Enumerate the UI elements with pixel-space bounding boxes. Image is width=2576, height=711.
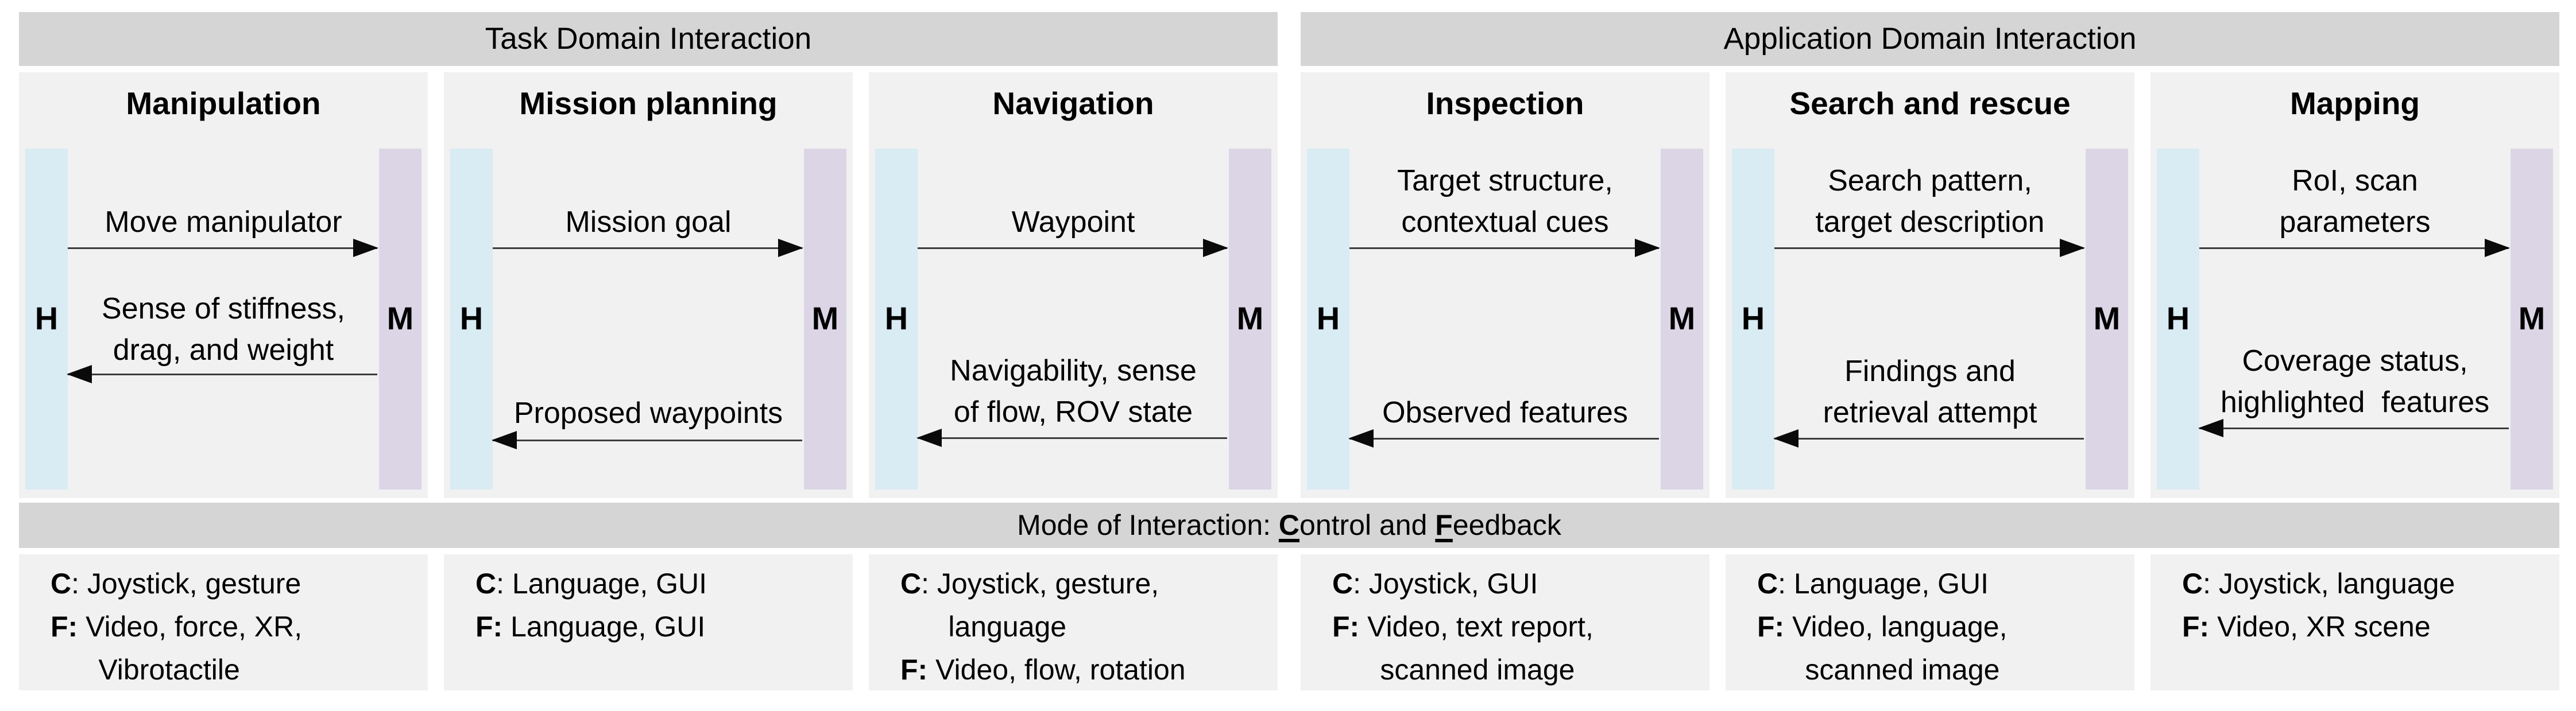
human-lifeline-bar bbox=[1307, 149, 1349, 489]
machine-label: M bbox=[1236, 300, 1264, 336]
panel-navigation: Navigation H M Waypoint Navigability, se… bbox=[869, 72, 1278, 498]
mode-cell-mapping: C: Joystick, language F: Video, XR scene bbox=[2150, 554, 2559, 690]
panel-mission-planning: Mission planning H M Mission goal Propos… bbox=[444, 72, 853, 498]
to-machine-label: Search pattern,target description bbox=[1815, 164, 2045, 239]
human-lifeline-bar bbox=[2157, 149, 2199, 489]
to-machine-arrow bbox=[918, 239, 1228, 257]
machine-lifeline-bar bbox=[1229, 149, 1271, 489]
to-machine-label: Target structure,contextual cues bbox=[1397, 164, 1613, 239]
to-human-arrow bbox=[1773, 429, 2084, 448]
machine-label: M bbox=[386, 300, 414, 336]
to-human-label: Coverage status,highlighted features bbox=[2220, 344, 2490, 419]
human-label: H bbox=[1741, 300, 1765, 336]
panel-title: Search and rescue bbox=[1789, 86, 2071, 121]
mode-line: F: Video, language, bbox=[1757, 611, 2008, 643]
to-machine-label: Mission goal bbox=[565, 205, 732, 239]
feedback-initial: F bbox=[1435, 509, 1453, 541]
mode-line: C: Language, GUI bbox=[1757, 568, 1989, 600]
panel-search-and-rescue: Search and rescue H M Search pattern,tar… bbox=[1726, 72, 2134, 498]
machine-lifeline-bar bbox=[379, 149, 421, 489]
mode-line: F: Video, force, XR, bbox=[51, 611, 303, 643]
mode-line: F: Video, text report, bbox=[1332, 611, 1593, 643]
to-human-arrow bbox=[2198, 419, 2509, 437]
machine-label: M bbox=[811, 300, 839, 336]
panel-title: Navigation bbox=[992, 86, 1154, 121]
to-human-label: Observed features bbox=[1382, 396, 1628, 429]
to-human-arrow bbox=[916, 429, 1227, 447]
mode-cell-search-and-rescue: C: Language, GUI F: Video, language, sca… bbox=[1726, 554, 2134, 690]
human-lifeline-bar bbox=[1732, 149, 1774, 489]
mode-line: F: Video, flow, rotation bbox=[900, 654, 1186, 686]
machine-lifeline-bar bbox=[804, 149, 846, 489]
to-human-label: Proposed waypoints bbox=[513, 397, 783, 430]
to-machine-arrow bbox=[1774, 239, 2085, 257]
mode-line: Vibrotactile bbox=[51, 654, 240, 686]
panel-inspection: Inspection H M Target structure,contextu… bbox=[1301, 72, 1709, 498]
application-domain-header: Application Domain Interaction bbox=[1301, 12, 2559, 66]
mode-line: F: Video, XR scene bbox=[2182, 611, 2431, 643]
mode-cell-navigation: C: Joystick, gesture, language F: Video,… bbox=[869, 554, 1278, 690]
to-machine-label: Move manipulator bbox=[105, 205, 342, 239]
machine-label: M bbox=[2093, 300, 2121, 336]
human-label: H bbox=[884, 300, 908, 336]
to-human-arrow bbox=[1348, 429, 1659, 448]
mode-line: scanned image bbox=[1332, 654, 1575, 686]
human-label: H bbox=[34, 300, 59, 336]
human-lifeline-bar bbox=[875, 149, 918, 489]
mode-cell-inspection: C: Joystick, GUI F: Video, text report, … bbox=[1301, 554, 1709, 690]
mode-line: language bbox=[900, 611, 1067, 643]
mode-line: C: Language, GUI bbox=[475, 568, 707, 600]
mode-cell-mission-planning: C: Language, GUI F: Language, GUI bbox=[444, 554, 853, 690]
machine-lifeline-bar bbox=[1661, 149, 1703, 489]
human-label: H bbox=[1316, 300, 1340, 336]
panel-title: Inspection bbox=[1426, 86, 1584, 121]
machine-label: M bbox=[1668, 300, 1696, 336]
panel-title: Mapping bbox=[2289, 86, 2420, 121]
machine-label: M bbox=[2518, 300, 2546, 336]
to-human-arrow bbox=[67, 365, 377, 383]
mode-line: C: Joystick, GUI bbox=[1332, 568, 1538, 600]
mode-line: scanned image bbox=[1757, 654, 2000, 686]
human-label: H bbox=[2166, 300, 2190, 336]
human-label: H bbox=[459, 300, 484, 336]
panel-title: Mission planning bbox=[519, 86, 778, 121]
machine-lifeline-bar bbox=[2086, 149, 2128, 489]
task-domain-header: Task Domain Interaction bbox=[19, 12, 1278, 66]
to-machine-arrow bbox=[1349, 239, 1660, 257]
mode-line: F: Language, GUI bbox=[475, 611, 706, 643]
panel-title: Manipulation bbox=[126, 86, 321, 121]
mode-line: C: Joystick, language bbox=[2182, 568, 2455, 600]
mode-line: C: Joystick, gesture, bbox=[900, 568, 1159, 600]
human-lifeline-bar bbox=[25, 149, 68, 489]
machine-lifeline-bar bbox=[2511, 149, 2553, 489]
to-human-label: Sense of stiffness,drag, and weight bbox=[102, 292, 345, 367]
to-machine-arrow bbox=[68, 239, 378, 257]
to-machine-label: Waypoint bbox=[1011, 205, 1135, 239]
to-machine-arrow bbox=[493, 239, 803, 257]
mode-cell-manipulation: C: Joystick, gesture F: Video, force, XR… bbox=[19, 554, 428, 690]
panel-manipulation: Manipulation H M Move manipulator Sense … bbox=[19, 72, 428, 498]
to-machine-arrow bbox=[2199, 239, 2510, 257]
control-initial: C bbox=[1278, 509, 1300, 541]
mode-line: C: Joystick, gesture bbox=[51, 568, 301, 600]
to-human-arrow bbox=[492, 431, 802, 449]
mode-of-interaction-bar: Mode of Interaction: Control and Feedbac… bbox=[19, 503, 2559, 548]
human-lifeline-bar bbox=[450, 149, 493, 489]
